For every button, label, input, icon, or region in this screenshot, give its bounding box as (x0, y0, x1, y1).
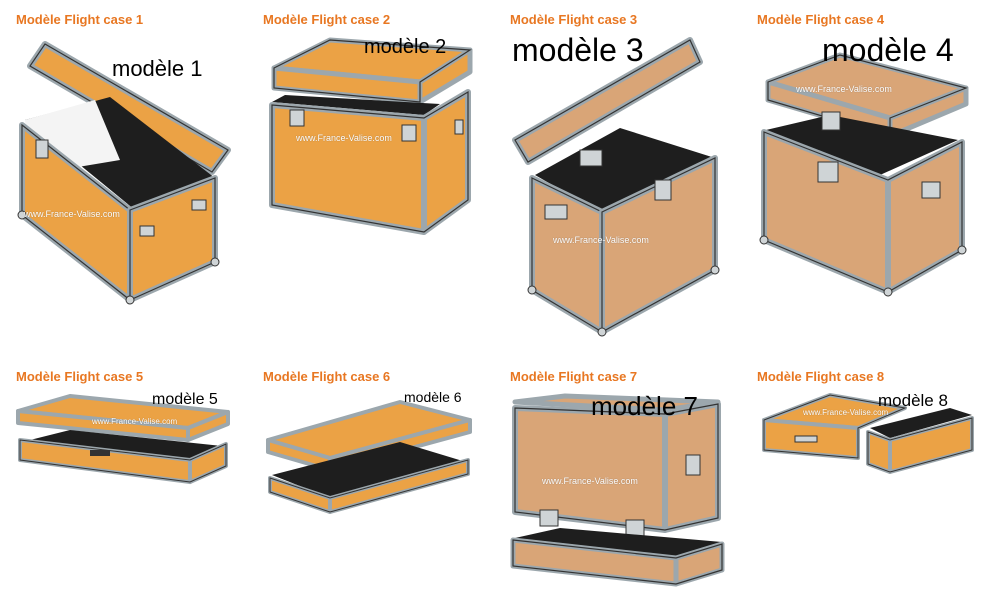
model-7-title: Modèle Flight case 7 (510, 369, 638, 384)
model-8-label: modèle 8 (878, 391, 948, 410)
model-5-label: modèle 5 (152, 391, 218, 408)
model-5-watermark: www.France-Valise.com (92, 417, 178, 426)
model-6-label: modèle 6 (404, 389, 462, 405)
model-8-title: Modèle Flight case 8 (757, 369, 885, 384)
model-3-label: modèle 3 (512, 32, 644, 68)
model-3-title: Modèle Flight case 3 (510, 12, 638, 27)
model-4-label: modèle 4 (822, 32, 954, 68)
model-7-label: modèle 7 (591, 391, 698, 421)
model-1-label: modèle 1 (112, 56, 203, 81)
model-1-title: Modèle Flight case 1 (16, 12, 144, 27)
model-6-title: Modèle Flight case 6 (263, 369, 391, 384)
model-2-title: Modèle Flight case 2 (263, 12, 391, 27)
model-4-title: Modèle Flight case 4 (757, 12, 885, 27)
model-5-title: Modèle Flight case 5 (16, 369, 144, 384)
model-8-watermark: www.France-Valise.com (803, 408, 889, 417)
model-2-label: modèle 2 (364, 36, 447, 58)
model-4-watermark: www.France-Valise.com (796, 84, 892, 94)
model-1-watermark: www.France-Valise.com (24, 209, 120, 219)
model-2-watermark: www.France-Valise.com (296, 133, 392, 143)
model-7-watermark: www.France-Valise.com (542, 476, 638, 486)
model-3-watermark: www.France-Valise.com (553, 235, 649, 245)
